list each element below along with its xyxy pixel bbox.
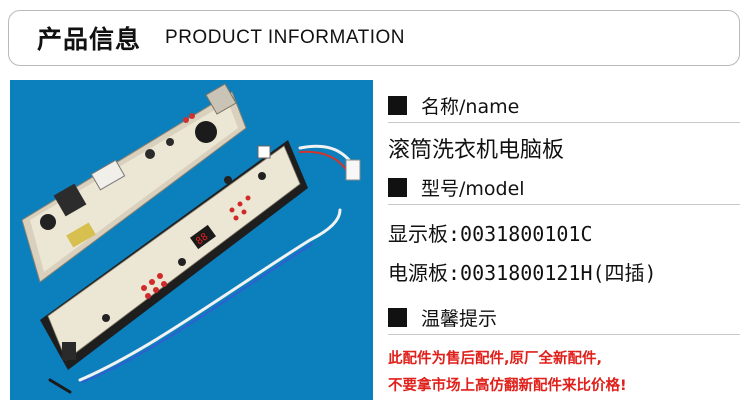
display-board: 88 [40, 140, 308, 370]
model-section-heading: 型号/model [388, 174, 525, 201]
transformer-core [53, 183, 87, 217]
power-board-row: 电源板:0031800121H(四插) [388, 257, 657, 286]
square-bullet-icon [388, 308, 407, 327]
display-board-model: 显示板:0031800101C [388, 222, 593, 246]
buzzer [195, 121, 217, 143]
square-bullet-icon [388, 96, 407, 115]
divider [388, 204, 740, 205]
divider [388, 334, 740, 335]
tips-label: 温馨提示 [421, 308, 498, 330]
notice-line-2: 不要拿市场上高仿翻新配件来比价格! [388, 378, 627, 394]
notice-line-1: 此配件为售后配件,原厂全新配件, [388, 351, 603, 367]
led-cluster-left [141, 273, 167, 299]
circuit-board-illustration: 88 [10, 80, 373, 400]
tact-switches [102, 172, 266, 322]
notice-line-2-row: 不要拿市场上高仿翻新配件来比价格! [388, 374, 627, 395]
header-title-cn: 产品信息 [37, 25, 142, 54]
led-display [189, 224, 217, 250]
name-value-row: 滚筒洗衣机电脑板 [388, 132, 564, 164]
tips-section-heading: 温馨提示 [388, 304, 497, 331]
connector-white [257, 145, 271, 159]
product-photo: 88 [10, 80, 373, 400]
power-board-model: 电源板:0031800121H(四插) [388, 261, 657, 285]
display-board-row: 显示板:0031800101C [388, 218, 593, 247]
led-cluster-right [229, 195, 251, 221]
relay [90, 159, 126, 191]
model-label: 型号/model [421, 178, 525, 200]
power-board [21, 83, 247, 283]
connector-black [62, 342, 76, 360]
name-section-heading: 名称/name [388, 92, 519, 119]
name-value: 滚筒洗衣机电脑板 [388, 138, 565, 163]
wire-harness [48, 144, 361, 394]
capacitor [40, 214, 56, 230]
product-info-header: 产品信息 PRODUCT INFORMATION [8, 10, 740, 66]
divider [388, 122, 740, 123]
header-title-en: PRODUCT INFORMATION [165, 27, 405, 48]
square-bullet-icon [388, 178, 407, 197]
transformer [66, 222, 96, 248]
name-label: 名称/name [421, 96, 520, 118]
notice-line-1-row: 此配件为售后配件,原厂全新配件, [388, 347, 602, 368]
